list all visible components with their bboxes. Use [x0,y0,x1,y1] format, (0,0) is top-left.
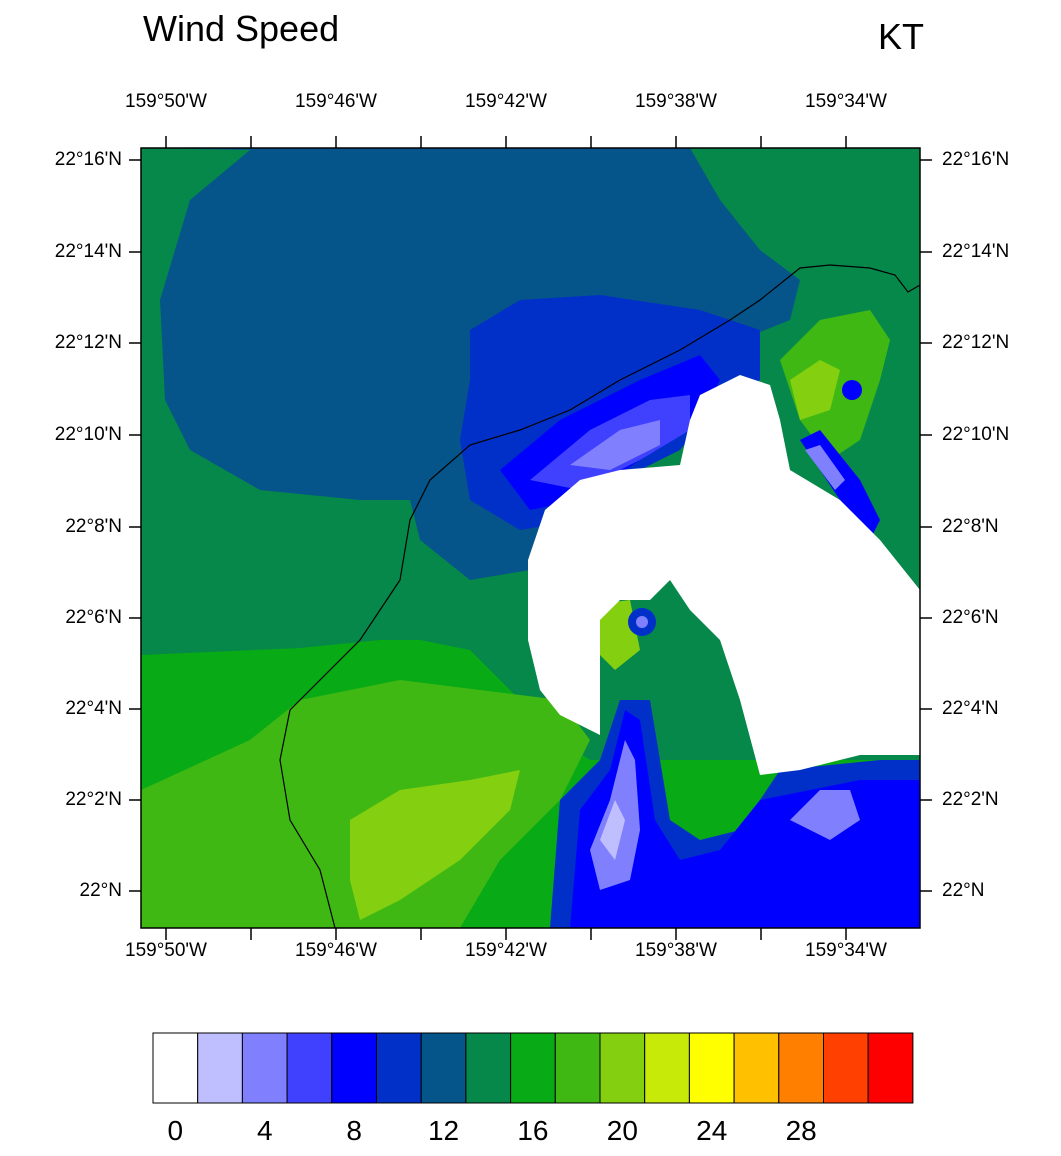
lat-label-right: 22°2'N [942,789,999,810]
lon-label-bottom: 159°46'W [295,940,377,961]
axis-ticks [129,136,932,940]
colorbar-swatch [688,1032,735,1104]
field-s-plume-center [600,800,625,860]
lon-label-top: 159°46'W [295,91,377,112]
lat-label-right: 22°12'N [942,332,1010,353]
colorbar-swatch [152,1032,199,1104]
lat-label-right: 22°4'N [942,698,999,719]
colorbar-swatch [510,1032,556,1104]
colorbar-swatch [376,1032,422,1104]
colorbar-label: 20 [606,1115,638,1146]
field-s-vortex-core [636,616,648,628]
lon-label-top: 159°38'W [635,91,717,112]
field-periwinkle [570,420,660,470]
colorbar-label: 16 [517,1115,549,1146]
coastline [279,264,921,929]
lon-label-bottom: 159°34'W [805,940,887,961]
colorbar-label: 0 [167,1115,184,1146]
colorbar-label: 12 [427,1115,460,1146]
lat-label-right: 22°10'N [942,424,1010,445]
colorbar-swatch [733,1032,780,1104]
lat-label-left: 22°6'N [65,607,122,628]
field-s-plume-core2 [790,790,860,840]
lat-label-right: 22°14'N [942,241,1010,262]
lon-label-bottom: 159°38'W [635,940,717,961]
lat-label-left: 22°4'N [65,698,122,719]
colorbar-swatch [331,1032,377,1104]
colorbar-label: 8 [346,1115,362,1146]
lat-label-left: 22°14'N [54,241,122,262]
field-s-plume-inner [570,710,920,928]
field-ne-streak-core [805,445,845,490]
map-title: Wind Speed [143,8,340,49]
colorbar [152,1032,914,1104]
field-ne-vortex [842,380,862,400]
lon-label-top: 159°50'W [125,91,207,112]
field-ne-lime [790,360,840,420]
units-label: KT [877,16,924,57]
colorbar-label: 4 [256,1115,273,1146]
colorbar-swatch [599,1032,646,1104]
lat-label-left: 22°16'N [54,149,122,170]
lat-label-left: 22°10'N [54,424,122,445]
lat-label-right: 22°N [942,880,985,901]
colorbar-swatch [778,1032,824,1104]
colorbar-swatch [554,1032,601,1104]
colorbar-swatch [286,1032,333,1104]
contour-fill [141,148,920,928]
colorbar-swatch [465,1032,512,1104]
colorbar-label: 28 [785,1115,817,1146]
field-terrain-mask [528,375,920,775]
colorbar-swatch [823,1032,869,1104]
colorbar-swatch [197,1032,243,1104]
lat-label-left: 22°N [79,880,122,901]
colorbar-swatch [420,1032,467,1104]
lat-label-right: 22°8'N [942,516,999,537]
colorbar-swatch [644,1032,690,1104]
lat-label-left: 22°8'N [65,516,122,537]
colorbar-swatch [867,1032,914,1104]
field-sw-green [141,680,590,928]
lat-label-right: 22°16'N [942,149,1010,170]
lat-label-right: 22°6'N [942,607,999,628]
lon-label-top: 159°34'W [805,91,887,112]
colorbar-swatch [241,1032,288,1104]
lon-label-bottom: 159°50'W [125,940,207,961]
lat-label-left: 22°12'N [54,332,122,353]
field-sw-lime [350,770,520,920]
plot-frame [140,147,921,929]
lon-label-top: 159°42'W [465,91,547,112]
lon-label-bottom: 159°42'W [465,940,547,961]
colorbar-label: 24 [696,1115,728,1146]
lat-label-left: 22°2'N [65,789,122,810]
